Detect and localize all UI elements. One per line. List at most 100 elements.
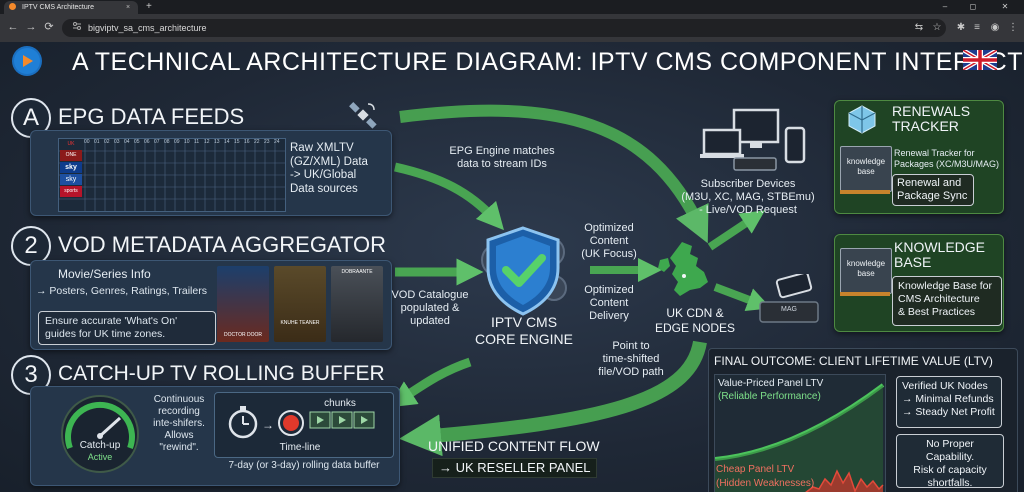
new-tab-button[interactable]: + — [146, 1, 152, 12]
vod-header: VOD METADATA AGGREGATOR — [58, 232, 387, 257]
mag-label: MAG — [781, 306, 797, 313]
epg-line: (GZ/XML) Data — [290, 155, 368, 168]
window-minimize-button[interactable]: – — [942, 2, 948, 11]
renewals-desc-line: Packages (XC/M3U/MAG) — [894, 159, 1000, 169]
gauge-sub: Active — [87, 452, 113, 462]
flow-label-line: populated & — [400, 302, 460, 314]
cdn-line: UK CDN & — [666, 306, 724, 320]
channel-logo: sports — [60, 186, 82, 197]
flow-label-line: Delivery — [589, 310, 629, 322]
vod-line-1: Movie/Series Info — [58, 267, 151, 281]
ltv-bad-line: No Proper Capability. — [925, 438, 975, 463]
renewals-title-line: RENEWALS — [892, 103, 971, 119]
core-line: IPTV CMS — [490, 314, 558, 330]
flow-label-line: time-shifted — [602, 353, 660, 365]
vod-note-line: guides for UK time zones. — [45, 328, 166, 340]
window-close-button[interactable]: ✕ — [1001, 2, 1009, 11]
renewals-desc-line: Renewal Tracker for — [894, 148, 975, 158]
cheap-ltv-sub: (Hidden Weaknesses) — [716, 478, 815, 489]
epg-hour-label: 03 — [114, 139, 120, 145]
ltv-good-box: Verified UK Nodes→ Minimal Refunds→ Stea… — [896, 376, 1002, 428]
url-text[interactable]: bigviptv_sa_cms_architecture — [88, 23, 207, 33]
channel-logo: sky — [60, 174, 82, 185]
vod-note-line: Ensure accurate 'What's On' — [45, 315, 178, 327]
epg-hour-label: 07 — [154, 139, 160, 145]
ltv-title: FINAL OUTCOME: CLIENT LIFETIME VALUE (LT… — [714, 354, 993, 368]
catchup-desc-line: "rewind". — [159, 442, 199, 453]
epg-hour-label: 11 — [194, 139, 200, 145]
epg-hour-label: 22 — [254, 139, 260, 145]
profile-icon[interactable]: ◉ — [990, 22, 1000, 33]
flow-label-line: VOD Catalogue — [391, 289, 469, 301]
window-maximize-button[interactable]: ◻ — [969, 2, 977, 11]
tab-close-icon[interactable]: × — [126, 4, 131, 11]
catchup-desc-line: Continuous — [153, 394, 205, 405]
section-2-badge: 2 — [11, 226, 51, 266]
address-bar[interactable] — [62, 19, 946, 37]
site-info-icon[interactable] — [72, 21, 82, 35]
epg-hour-label: 24 — [274, 139, 280, 145]
reseller-panel-label: → UK RESELLER PANEL — [432, 458, 598, 478]
subscriber-line: - Live/VOD Request — [699, 204, 797, 216]
book-line: knowledge — [846, 157, 886, 166]
menu-icon[interactable]: ⋮ — [1008, 22, 1018, 33]
channel-logo: ONE — [60, 150, 82, 161]
knowledge-box-line: Knowledge Base for — [898, 280, 992, 292]
record-icon — [276, 408, 306, 438]
mag-box-icon — [758, 271, 820, 324]
browser-tab[interactable]: IPTV CMS Architecture — [4, 1, 138, 14]
timeline-label: Time-line — [279, 442, 321, 453]
translate-icon[interactable]: ⇆ — [914, 22, 924, 33]
flow-label-line: Content — [589, 235, 629, 247]
gauge-label: Catch-up — [79, 440, 121, 451]
stopwatch-icon — [226, 404, 260, 440]
book-line: base — [857, 269, 875, 278]
catchup-desc-line: inte-shifers. — [153, 418, 205, 429]
catchup-header: CATCH-UP TV ROLLING BUFFER — [58, 362, 385, 385]
cube-icon — [846, 104, 878, 134]
extensions-icon[interactable]: ✱ — [956, 22, 966, 33]
flow-label-line: file/VOD path — [598, 366, 664, 378]
flow-arrows — [388, 104, 772, 457]
satellite-icon — [348, 100, 378, 130]
bookmark-star-icon[interactable]: ☆ — [932, 22, 942, 33]
epg-hour-label: 06 — [144, 139, 150, 145]
epg-hour-label: 10 — [184, 139, 190, 145]
knowledge-box-line: CMS Architecture — [898, 293, 980, 305]
reading-list-icon[interactable]: ≡ — [974, 22, 980, 33]
channel-logo: sky — [60, 162, 82, 173]
reload-icon[interactable]: ⟳ — [44, 21, 54, 33]
forward-icon[interactable]: → — [25, 21, 37, 33]
renewals-title-line: TRACKER — [892, 118, 959, 134]
flow-label-line: EPG Engine matches — [449, 145, 555, 157]
poster: KNUHE TEANER — [274, 266, 326, 342]
chunks-icon — [308, 410, 376, 430]
flow-label-line: data to stream IDs — [457, 158, 547, 170]
epg-line: -> UK/Global — [290, 169, 357, 181]
chunks-label: chunks — [324, 398, 356, 409]
back-icon[interactable]: ← — [7, 21, 19, 33]
uk-map-icon — [652, 240, 718, 300]
ltv-good-text: Verified UK Nodes→ Minimal Refunds→ Stea… — [897, 377, 1001, 422]
browser-tab-bar — [0, 0, 1024, 14]
subscriber-devices-label: Subscriber Devices(M3U, XC, MAG, STBEmu)… — [668, 178, 828, 217]
epg-line: Data sources — [290, 182, 358, 195]
diagram-page: A TECHNICAL ARCHITECTURE DIAGRAM: IPTV C… — [0, 42, 1024, 492]
ltv-bad-line: Risk of capacity — [913, 464, 987, 476]
catchup-gauge-icon — [58, 392, 142, 476]
book-spine — [840, 190, 890, 194]
flow-label-line: (UK Focus) — [581, 248, 637, 260]
epg-grid-lines — [59, 139, 285, 211]
